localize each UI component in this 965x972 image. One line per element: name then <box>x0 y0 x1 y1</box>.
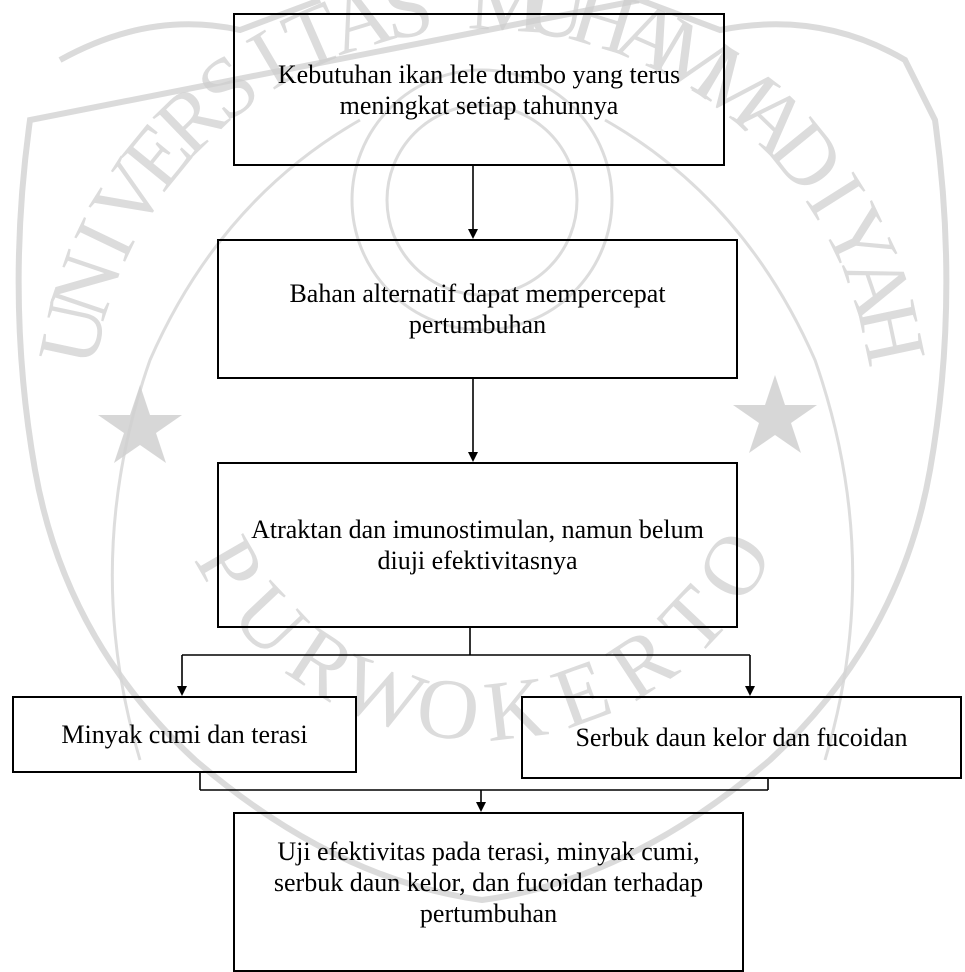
flow-box-moringa-fucoidan-text: Serbuk daun kelor dan fucoidan <box>575 723 908 752</box>
flow-box-demand: Kebutuhan ikan lele dumbo yang terus men… <box>233 13 725 166</box>
flow-box-demand-text: Kebutuhan ikan lele dumbo yang terus men… <box>277 59 681 120</box>
flow-box-alternative-material: Bahan alternatif dapat mempercepat pertu… <box>217 239 738 379</box>
flow-box-effectiveness-test-text: Uji efektivitas pada terasi, minyak cumi… <box>273 837 704 928</box>
seal-laurel-left <box>110 118 361 761</box>
seal-center-ring-inner <box>385 103 579 297</box>
flow-box-squid-oil-terasi-text: Minyak cumi dan terasi <box>61 720 308 749</box>
flow-box-attractant-immunostimulant: Atraktan dan imunostimulan, namun belum … <box>217 462 738 628</box>
flow-box-effectiveness-test: Uji efektivitas pada terasi, minyak cumi… <box>233 812 744 972</box>
flow-box-squid-oil-terasi: Minyak cumi dan terasi <box>12 696 357 773</box>
flow-box-attractant-immunostimulant-text: Atraktan dan imunostimulan, namun belum … <box>251 515 704 575</box>
flow-box-alternative-material-text: Bahan alternatif dapat mempercepat pertu… <box>289 279 666 339</box>
seal-center-ring <box>350 68 614 332</box>
flow-box-moringa-fucoidan: Serbuk daun kelor dan fucoidan <box>521 696 962 779</box>
seal-laurel-right <box>604 118 855 761</box>
seal-letter: M <box>466 0 548 52</box>
seal-letter: K <box>479 658 552 761</box>
seal-outline <box>15 0 950 904</box>
seal-star-left <box>98 385 182 463</box>
seal-star-right <box>733 375 817 453</box>
seal-letter: O <box>412 658 485 761</box>
